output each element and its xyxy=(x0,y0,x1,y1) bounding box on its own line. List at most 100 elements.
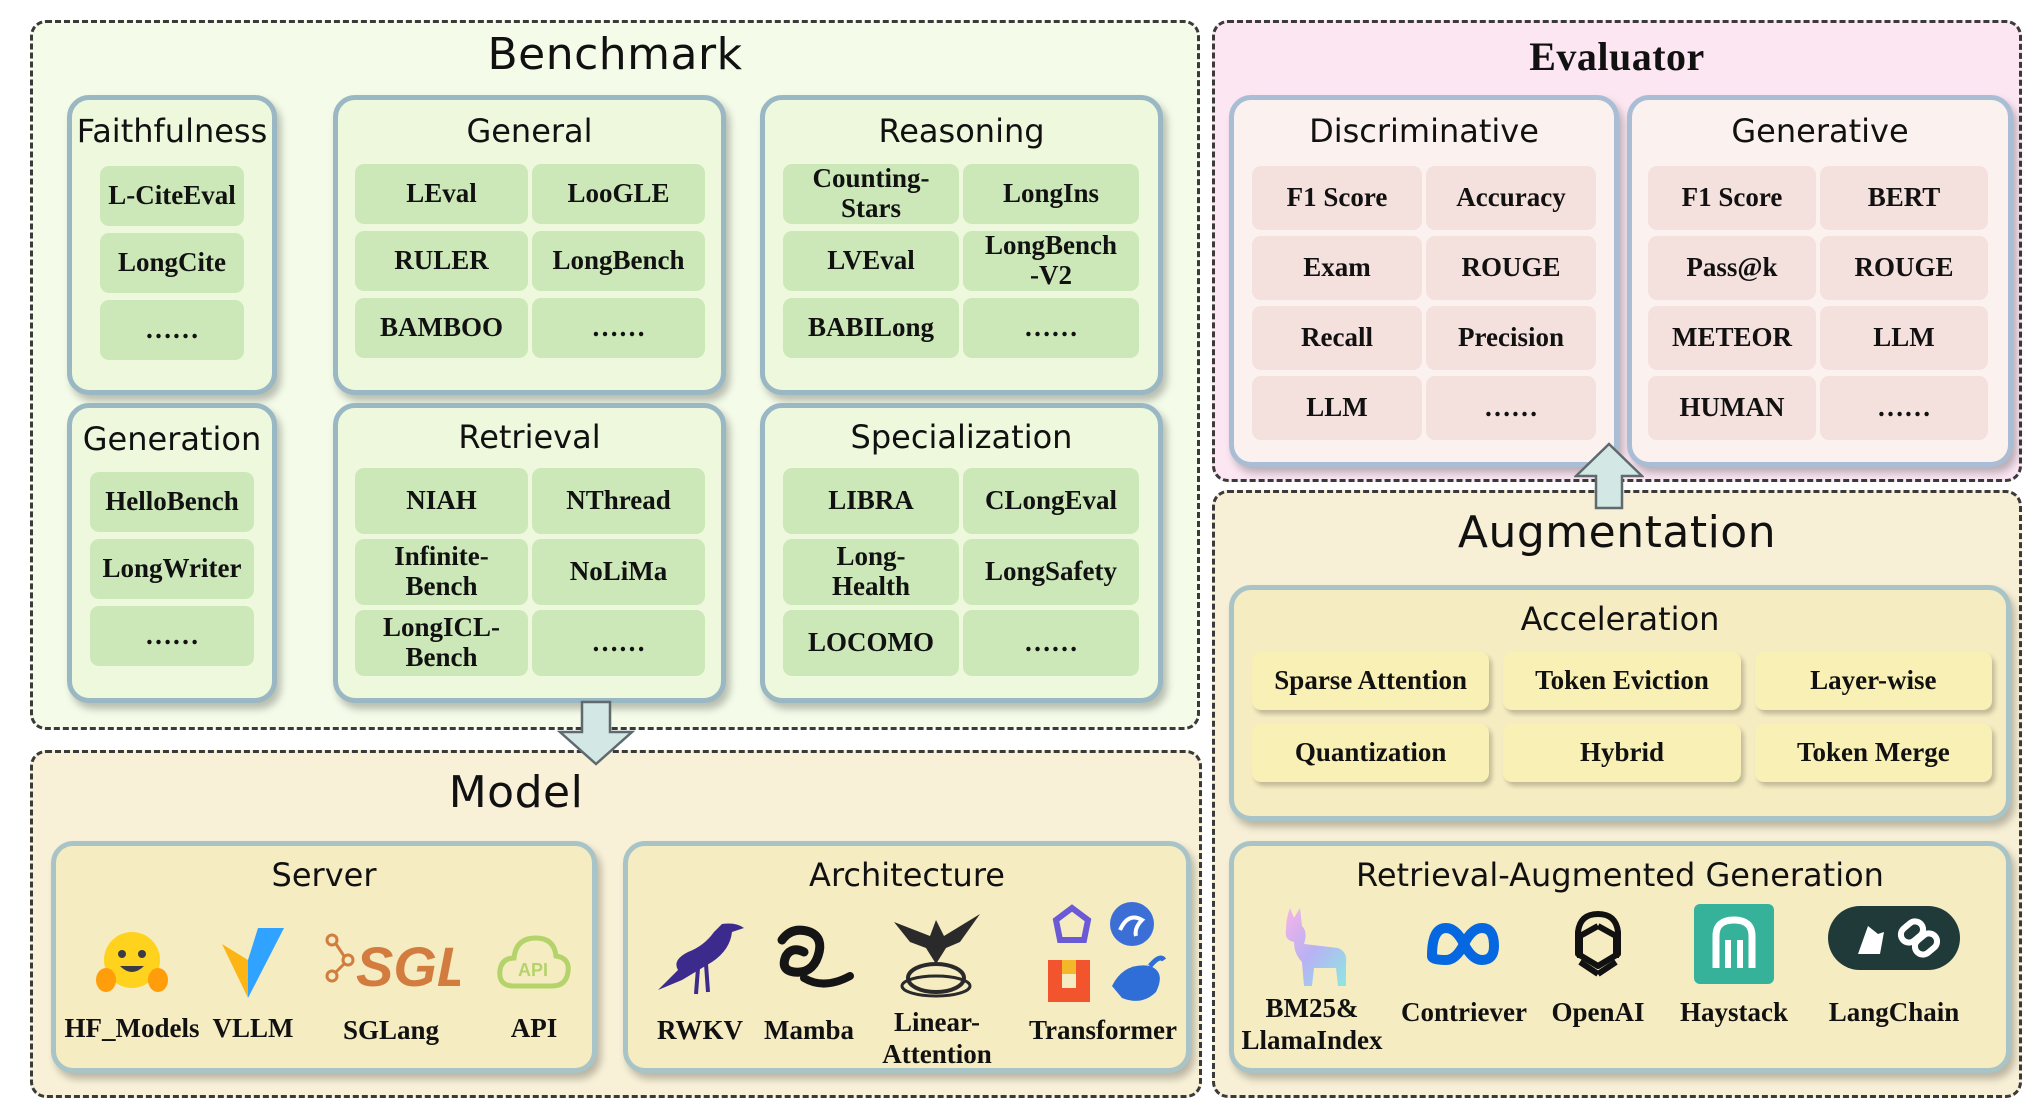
server-tool-api: API API xyxy=(494,924,574,1064)
benchmark-item: LongBench xyxy=(532,231,705,291)
benchmark-item: LongCite xyxy=(100,233,244,293)
generative-title: Generative xyxy=(1731,112,1909,150)
metric-item: ROUGE xyxy=(1426,236,1596,300)
benchmark-item: LongBench -V2 xyxy=(963,230,1139,291)
benchmark-item: BAMBOO xyxy=(355,298,528,358)
discriminative-card: Discriminative F1 Score Accuracy Exam RO… xyxy=(1229,95,1619,467)
api-cloud-icon: API xyxy=(497,935,571,989)
benchmark-item: Infinite- Bench xyxy=(355,539,528,605)
rag-tool-contriever: Contriever xyxy=(1401,904,1527,1044)
rag-tool-openai: OpenAI xyxy=(1551,904,1645,1044)
model-title: Model xyxy=(448,767,584,818)
benchmark-section: Benchmark Faithfulness L-CiteEval LongCi… xyxy=(30,20,1200,730)
retrieval-card: Retrieval NIAH NThread Infinite- Bench N… xyxy=(333,403,726,703)
arch-tool-label: RWKV xyxy=(656,1015,744,1045)
openai-icon xyxy=(1575,911,1621,977)
llama-icon xyxy=(1285,908,1347,986)
benchmark-item: …… xyxy=(532,298,705,358)
rag-tool-label: OpenAI xyxy=(1551,997,1645,1027)
model-section: Model Server HF_Models VLLM xyxy=(30,750,1202,1098)
arch-tool-label: Mamba xyxy=(764,1015,854,1045)
rag-tool-label: Haystack xyxy=(1680,997,1788,1027)
augmentation-to-evaluator-arrow xyxy=(1574,442,1644,510)
server-tool-sglang: SGL SGLang xyxy=(322,924,471,1064)
rag-card: Retrieval-Augmented Generation BM25& Lla… xyxy=(1229,841,2011,1073)
rag-tool-haystack: Haystack xyxy=(1680,904,1788,1044)
server-card: Server HF_Models VLLM xyxy=(51,841,597,1073)
mamba-snake-icon xyxy=(777,925,854,988)
general-title: General xyxy=(466,112,593,150)
generative-card: Generative F1 Score BERT Pass@k ROUGE ME… xyxy=(1627,95,2013,467)
server-tool-label: SGLang xyxy=(342,1015,440,1045)
benchmark-item: NThread xyxy=(532,468,705,534)
discriminative-title: Discriminative xyxy=(1309,112,1539,150)
acceleration-item: Sparse Attention xyxy=(1252,652,1490,710)
evaluator-section: Evaluator Discriminative F1 Score Accura… xyxy=(1212,20,2022,482)
arch-tool-label: Transformer xyxy=(1029,1015,1177,1045)
metric-item: HUMAN xyxy=(1648,376,1816,440)
metric-item: F1 Score xyxy=(1252,166,1422,230)
metric-item: F1 Score xyxy=(1648,166,1816,230)
server-tool-vllm: VLLM xyxy=(213,924,294,1064)
linear-attention-eagle-icon xyxy=(894,914,980,998)
benchmark-item: L-CiteEval xyxy=(100,166,244,226)
benchmark-item: …… xyxy=(963,298,1139,358)
metric-item: LLM xyxy=(1820,306,1988,370)
specialization-title: Specialization xyxy=(850,418,1073,456)
metric-item: …… xyxy=(1426,376,1596,440)
benchmark-item: LooGLE xyxy=(532,164,705,224)
sglang-logo-text: SGL xyxy=(356,935,460,998)
benchmark-item: LongIns xyxy=(963,164,1139,224)
arch-tool-rwkv: RWKV xyxy=(652,910,748,1060)
benchmark-title: Benchmark xyxy=(487,29,743,80)
vllm-icon xyxy=(222,928,284,998)
general-card: General LEval LooGLE RULER LongBench BAM… xyxy=(333,95,726,395)
acceleration-item: Token Merge xyxy=(1754,724,1992,782)
metric-item: Pass@k xyxy=(1648,236,1816,300)
benchmark-item: …… xyxy=(100,300,244,360)
architecture-card: Architecture RWKV Mamba xyxy=(623,841,1191,1073)
faithfulness-card: Faithfulness L-CiteEval LongCite …… xyxy=(67,95,277,395)
acceleration-card: Acceleration Sparse Attention Token Evic… xyxy=(1229,585,2011,821)
benchmark-item: BABILong xyxy=(783,298,959,358)
metric-item: Exam xyxy=(1252,236,1422,300)
rag-tool-label: BM25& LlamaIndex xyxy=(1241,993,1383,1056)
server-tool-hf: HF_Models xyxy=(65,924,200,1064)
acceleration-title: Acceleration xyxy=(1520,600,1720,638)
meta-icon xyxy=(1427,923,1499,965)
architecture-title: Architecture xyxy=(809,856,1005,894)
metric-item: METEOR xyxy=(1648,306,1816,370)
rag-tool-label: Contriever xyxy=(1401,997,1527,1027)
benchmark-item: Counting- Stars xyxy=(783,163,959,224)
benchmark-item: LVEval xyxy=(783,231,959,291)
benchmark-item: LIBRA xyxy=(783,468,959,534)
arch-tool-linear: Linear- Attention xyxy=(882,902,992,1072)
generation-card: Generation HelloBench LongWriter …… xyxy=(67,403,277,703)
metric-item: BERT xyxy=(1820,166,1988,230)
arch-tool-mamba: Mamba xyxy=(764,916,854,1066)
server-title: Server xyxy=(271,856,377,894)
rag-tool-label: LangChain xyxy=(1828,997,1960,1027)
rag-title: Retrieval-Augmented Generation xyxy=(1356,856,1884,894)
arch-tool-transformer: Transformer xyxy=(1029,902,1177,1062)
rag-tool-langchain: LangChain xyxy=(1828,904,1960,1044)
metric-item: ROUGE xyxy=(1820,236,1988,300)
benchmark-item: …… xyxy=(532,610,705,676)
benchmark-item: LongWriter xyxy=(90,539,254,599)
benchmark-to-model-arrow xyxy=(556,700,636,766)
server-tool-label: VLLM xyxy=(212,1013,294,1043)
transformer-logos-icon xyxy=(1048,902,1167,1002)
acceleration-item: Hybrid xyxy=(1503,724,1741,782)
benchmark-item: NIAH xyxy=(355,468,528,534)
retrieval-title: Retrieval xyxy=(458,418,601,456)
rag-tool-llamaindex: BM25& LlamaIndex xyxy=(1241,904,1383,1064)
benchmark-item: HelloBench xyxy=(90,472,254,532)
langchain-icon xyxy=(1828,906,1960,970)
metric-item: LLM xyxy=(1252,376,1422,440)
evaluator-title: Evaluator xyxy=(1529,34,1705,79)
benchmark-item: …… xyxy=(963,610,1139,676)
benchmark-item: LongICL- Bench xyxy=(355,610,528,676)
rwkv-raven-icon xyxy=(658,923,744,995)
acceleration-item: Quantization xyxy=(1252,724,1490,782)
faithfulness-title: Faithfulness xyxy=(76,112,268,150)
